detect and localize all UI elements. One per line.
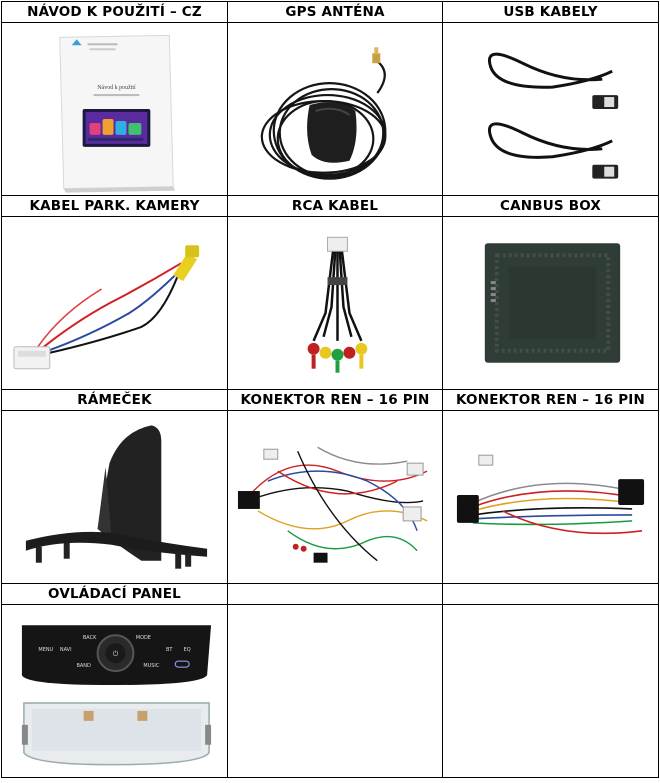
- cell-connector-harness: [442, 410, 659, 584]
- rca-cable-image: [307, 236, 368, 373]
- control-panel-image: ⏻ BACK MODE MENU NAVI BT EQ BAND MUSIC: [21, 625, 212, 766]
- header-empty-1: [227, 583, 443, 605]
- cell-rca-cable: [227, 216, 443, 390]
- header-connector-ren-2: KONEKTOR REN – 16 PIN: [442, 389, 659, 411]
- btn-music-label: MUSIC: [143, 663, 160, 669]
- btn-eq-label: EQ: [184, 647, 191, 653]
- wiring-harness-image: [237, 446, 428, 563]
- header-frame: RÁMEČEK: [1, 389, 228, 411]
- btn-bt-label: BT: [166, 647, 173, 653]
- cell-empty-2: [442, 604, 659, 778]
- header-control-panel: OVLÁDACÍ PANEL: [1, 583, 228, 605]
- connector-harness-image: [456, 454, 645, 535]
- cell-camera-cable: [1, 216, 228, 390]
- header-camera-cable: KABEL PARK. KAMERY: [1, 195, 228, 217]
- header-rca-cable: RCA KABEL: [227, 195, 443, 217]
- btn-menu-label: MENU: [38, 647, 53, 653]
- header-connector-ren-1: KONEKTOR REN – 16 PIN: [227, 389, 443, 411]
- canbus-box-image: [484, 243, 621, 363]
- gps-antenna-image: [260, 47, 387, 180]
- header-manual: NÁVOD K POUŽITÍ – CZ: [1, 1, 228, 23]
- usb-cables-image: [488, 52, 619, 179]
- cell-canbus-box: [442, 216, 659, 390]
- cell-frame: [1, 410, 228, 584]
- header-gps-antenna: GPS ANTÉNA: [227, 1, 443, 23]
- svg-text:⏻: ⏻: [113, 650, 119, 658]
- manual-booklet-image: Návod k použití: [59, 34, 176, 193]
- manual-cover-title: Návod k použití: [97, 85, 136, 91]
- frame-image: [25, 425, 208, 569]
- btn-navi-label: NAVI: [60, 647, 72, 653]
- cell-gps-antenna: [227, 22, 443, 196]
- btn-band-label: BAND: [76, 663, 91, 669]
- header-usb-cables: USB KABELY: [442, 1, 659, 23]
- cell-manual: Návod k použití: [1, 22, 228, 196]
- btn-mode-label: MODE: [136, 635, 151, 641]
- cell-control-panel: ⏻ BACK MODE MENU NAVI BT EQ BAND MUSIC: [1, 604, 228, 778]
- header-canbus-box: CANBUS BOX: [442, 195, 659, 217]
- camera-cable-image: [13, 245, 200, 370]
- cell-wiring-harness: [227, 410, 443, 584]
- cell-empty-1: [227, 604, 443, 778]
- header-empty-2: [442, 583, 659, 605]
- cell-usb-cables: [442, 22, 659, 196]
- btn-back-label: BACK: [83, 635, 97, 641]
